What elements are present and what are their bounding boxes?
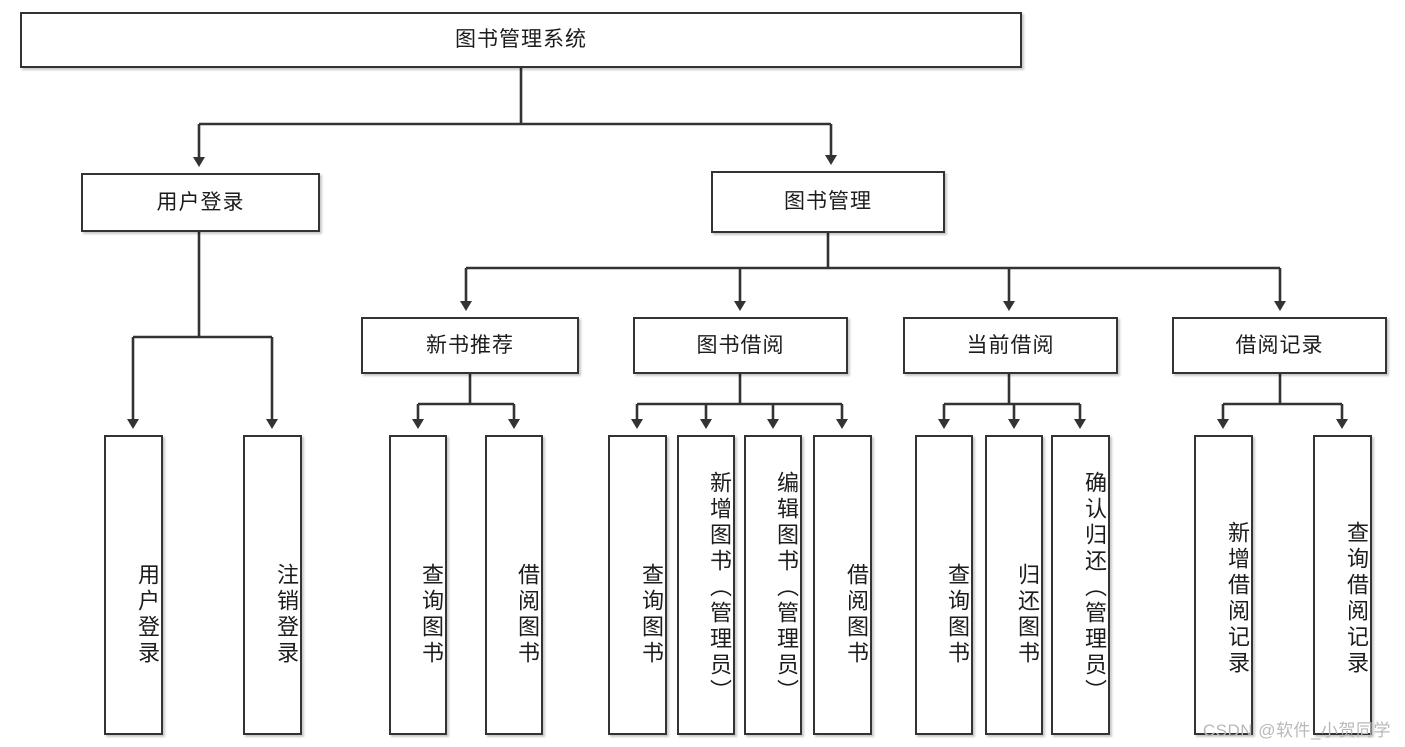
- node-leaf-query-book-3[interactable]: 查询图书: [915, 435, 973, 735]
- node-leaf-user-login[interactable]: 用户登录: [104, 435, 163, 735]
- node-label: 借阅图书: [844, 563, 869, 667]
- node-root[interactable]: 图书管理系统: [20, 12, 1022, 68]
- node-leaf-add-record[interactable]: 新增借阅记录: [1194, 435, 1253, 735]
- node-borrow-record[interactable]: 借阅记录: [1172, 317, 1387, 374]
- node-label: 查询图书: [419, 563, 444, 667]
- node-book-borrow[interactable]: 图书借阅: [633, 317, 848, 374]
- node-label: 图书管理: [784, 190, 872, 214]
- node-label: 注销登录: [274, 563, 299, 667]
- node-label: 查询图书: [945, 563, 970, 667]
- node-leaf-logout[interactable]: 注销登录: [243, 435, 302, 735]
- node-label: 借阅图书: [515, 563, 540, 667]
- node-label: 新增借阅记录: [1225, 521, 1250, 677]
- node-leaf-query-book-1[interactable]: 查询图书: [389, 435, 447, 735]
- node-label: 确认归还（管理员）: [1082, 471, 1107, 705]
- node-label: 当前借阅: [966, 333, 1055, 357]
- node-book-manage[interactable]: 图书管理: [711, 171, 945, 233]
- node-label: 用户登录: [156, 190, 245, 214]
- node-label: 图书借阅: [696, 333, 785, 357]
- node-leaf-borrow-book-2[interactable]: 借阅图书: [813, 435, 872, 735]
- node-label: 查询图书: [639, 563, 664, 667]
- node-leaf-return-book[interactable]: 归还图书: [985, 435, 1043, 735]
- csdn-watermark: CSDN @软件_小贺同学: [1202, 721, 1391, 740]
- node-label: 新增图书（管理员）: [707, 471, 732, 705]
- node-user-login[interactable]: 用户登录: [81, 173, 320, 232]
- node-label: 编辑图书（管理员）: [774, 471, 799, 705]
- node-leaf-confirm-return[interactable]: 确认归还（管理员）: [1051, 435, 1110, 735]
- node-leaf-borrow-book-1[interactable]: 借阅图书: [485, 435, 543, 735]
- node-current-borrow[interactable]: 当前借阅: [903, 317, 1118, 374]
- node-label: 借阅记录: [1235, 333, 1324, 357]
- node-leaf-query-record[interactable]: 查询借阅记录: [1313, 435, 1372, 735]
- node-label: 用户登录: [135, 563, 160, 667]
- node-label: 归还图书: [1015, 563, 1040, 667]
- node-leaf-add-book[interactable]: 新增图书（管理员）: [677, 435, 735, 735]
- node-label: 图书管理系统: [455, 28, 587, 52]
- node-leaf-query-book-2[interactable]: 查询图书: [608, 435, 667, 735]
- node-new-book-rec[interactable]: 新书推荐: [361, 317, 579, 374]
- node-label: 新书推荐: [426, 333, 514, 357]
- node-leaf-edit-book[interactable]: 编辑图书（管理员）: [744, 435, 802, 735]
- node-label: 查询借阅记录: [1344, 521, 1369, 677]
